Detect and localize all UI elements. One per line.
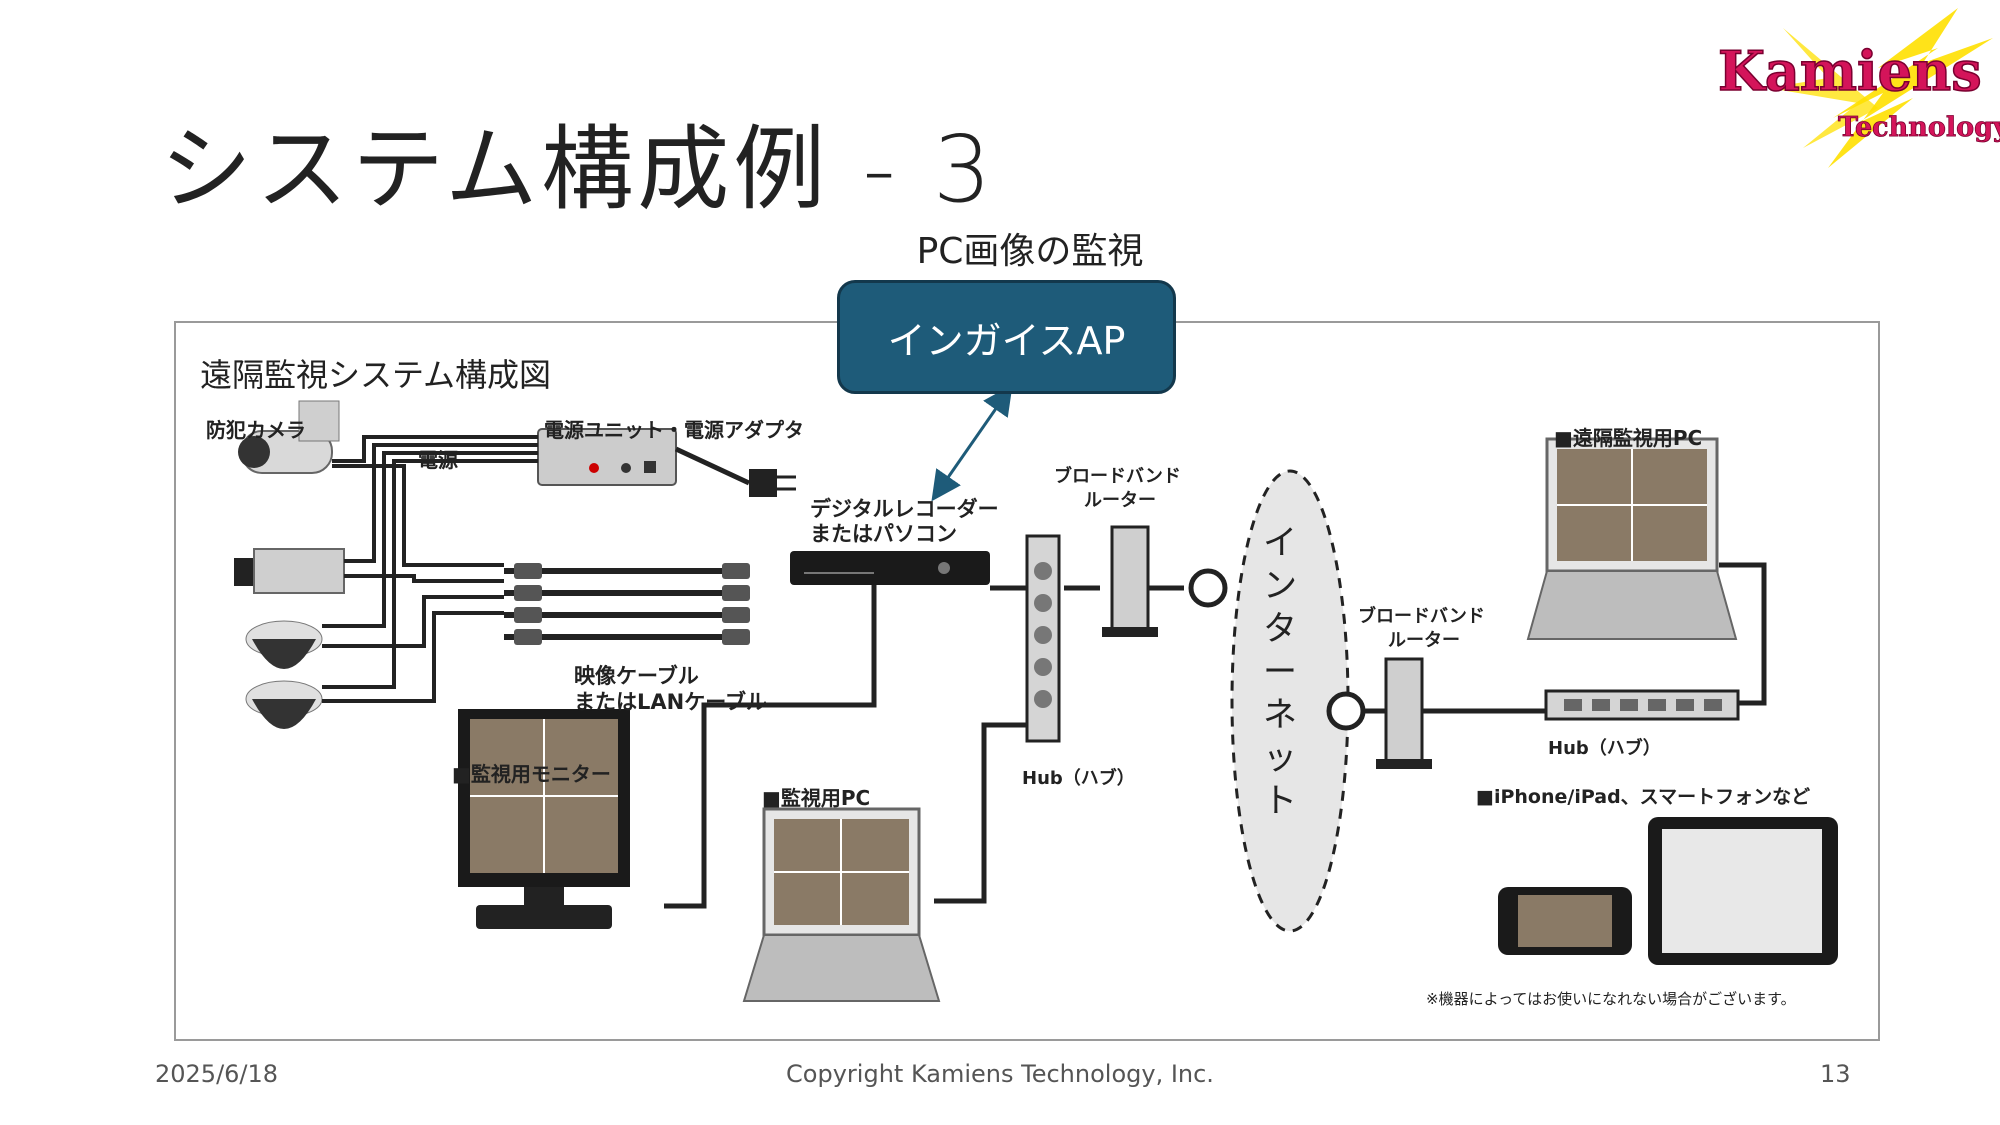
cable-label-line2: またはLANケーブル — [574, 690, 767, 714]
hub-vertical-icon — [1025, 534, 1061, 743]
digital-recorder-icon — [790, 551, 990, 585]
ingais-ap-box: インガイスAP — [837, 280, 1176, 394]
power-unit-icon — [537, 428, 796, 497]
footer-date: 2025/6/18 — [155, 1060, 279, 1088]
camera-dome-icon-2 — [245, 680, 323, 729]
system-diagram — [234, 384, 1838, 1002]
monitor-icon — [458, 709, 630, 929]
recorder-label-line2: またはパソコン — [810, 522, 957, 546]
logo-word-kamiens: Kamiens — [1718, 39, 1982, 103]
slide-title: システム構成例 - 3 — [160, 116, 996, 223]
ap-recorder-arrow — [931, 384, 1013, 502]
internet-port-1 — [1188, 568, 1228, 608]
mobile-devices-label: ■iPhone/iPad、スマートフォンなど — [1476, 786, 1811, 808]
logo-word-technology: Technology — [1838, 112, 2000, 143]
tablet-icon — [1648, 817, 1838, 965]
ingais-ap-label: インガイスAP — [887, 318, 1126, 363]
router1-label-line2: ルーター — [1084, 490, 1156, 511]
monitoring-pc-laptop-icon — [742, 807, 941, 1002]
smartphone-icon — [1498, 887, 1632, 955]
monitor-label: ■監視用モニター — [452, 762, 611, 786]
router-icon-2 — [1376, 657, 1432, 769]
video-cables — [504, 568, 744, 640]
camera-dome-icon-1 — [245, 620, 323, 669]
camera-label: 防犯カメラ — [206, 418, 306, 442]
camera-bullet-icon — [238, 400, 340, 474]
hub1-label: Hub（ハブ） — [1022, 768, 1135, 789]
internet-port-2 — [1326, 691, 1366, 731]
compatibility-note: ※機器によってはお使いになれない場合がございます。 — [1426, 990, 1796, 1008]
power-label: 電源 — [418, 448, 458, 472]
cable-label-line1: 映像ケーブル — [574, 664, 699, 688]
pc-monitoring-caption: PC画像の監視 — [916, 231, 1144, 272]
router-icon-1 — [1102, 525, 1158, 637]
internet-label: インターネット — [1263, 523, 1297, 821]
monitoring-pc-label: ■監視用PC — [762, 786, 871, 810]
hub2-label: Hub（ハブ） — [1548, 738, 1661, 759]
page-number: 13 — [1820, 1060, 1851, 1088]
diagram-title: 遠隔監視システム構成図 — [200, 356, 552, 394]
power-unit-label: 電源ユニット・電源アダプタ — [544, 418, 804, 442]
remote-pc-laptop-icon — [1526, 437, 1738, 640]
hub-horizontal-icon — [1544, 689, 1740, 721]
router2-label-line1: ブロードバンド — [1358, 606, 1485, 627]
remote-pc-label: ■遠隔監視用PC — [1554, 426, 1703, 450]
camera-box-icon — [234, 548, 345, 594]
router2-label-line2: ルーター — [1388, 630, 1460, 651]
kamiens-logo: Kamiens Technology — [1717, 8, 2000, 168]
footer-copyright: Copyright Kamiens Technology, Inc. — [786, 1060, 1214, 1088]
recorder-label-line1: デジタルレコーダー — [810, 497, 999, 521]
router1-label-line1: ブロードバンド — [1054, 466, 1181, 487]
